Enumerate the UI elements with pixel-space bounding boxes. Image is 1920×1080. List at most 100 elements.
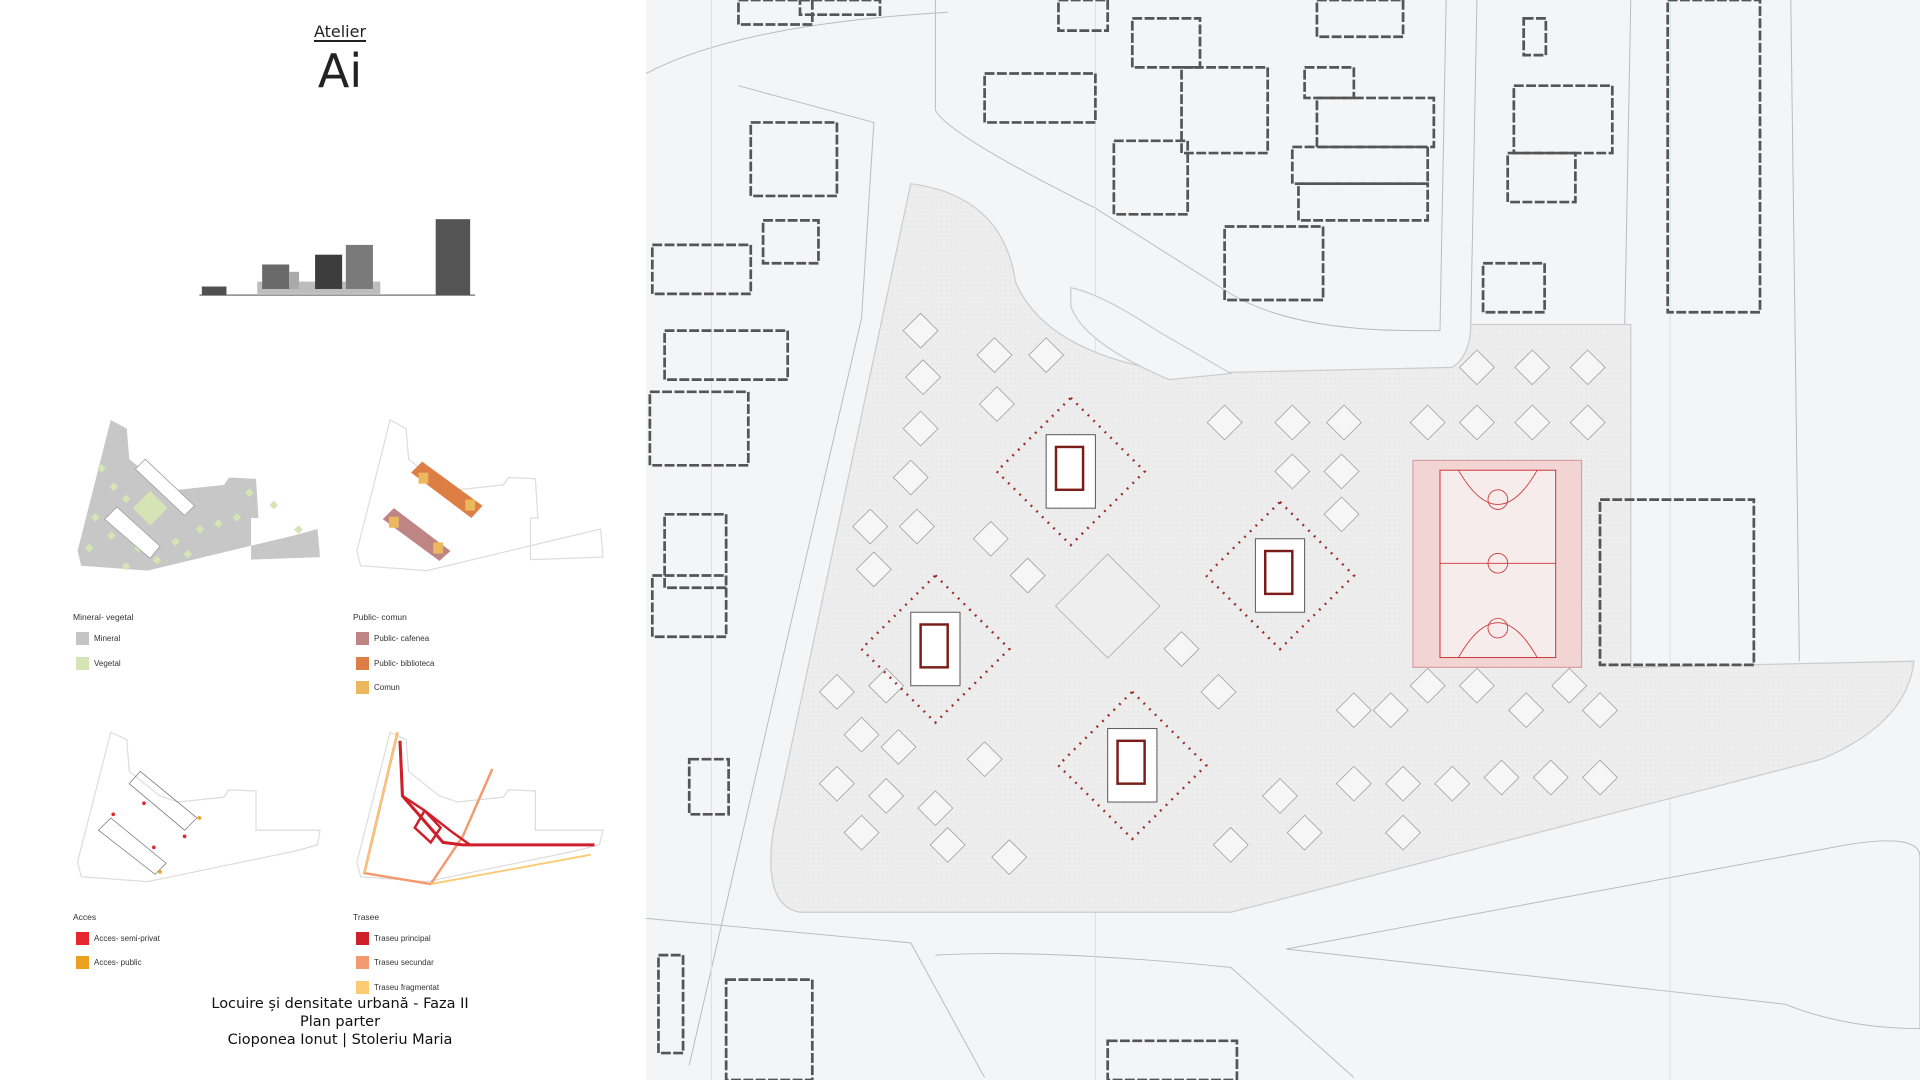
drawing-title: Plan parter bbox=[299, 1014, 381, 1030]
tree-planter bbox=[892, 459, 929, 496]
tree-planter bbox=[818, 674, 855, 710]
atelier-label: Atelier bbox=[313, 22, 367, 41]
existing-building bbox=[1106, 1039, 1239, 1080]
existing-building bbox=[650, 574, 728, 639]
existing-building bbox=[1057, 0, 1110, 32]
tree-planter bbox=[1163, 631, 1200, 667]
tree-planter bbox=[868, 667, 905, 704]
tree-planter bbox=[1409, 667, 1446, 704]
legend-item: Acces- public bbox=[76, 956, 142, 969]
existing-building bbox=[983, 72, 1097, 124]
legend-label: Traseu fragmentat bbox=[374, 983, 440, 992]
existing-building bbox=[1506, 151, 1577, 204]
legend-public-comun-title: Public- comun bbox=[353, 612, 407, 622]
tree-planter bbox=[898, 508, 935, 545]
tree-planter bbox=[929, 827, 966, 863]
existing-building bbox=[1180, 66, 1270, 155]
tree-planter bbox=[880, 729, 917, 765]
tree-planter bbox=[1582, 759, 1618, 796]
building-core bbox=[1116, 739, 1146, 785]
legend-item: Public- biblioteca bbox=[356, 657, 434, 670]
tree-planter bbox=[843, 814, 880, 851]
tree-planter bbox=[1335, 765, 1372, 802]
project-title: Locuire și densitate urbană - Faza II bbox=[211, 996, 469, 1012]
tree-planter bbox=[1532, 759, 1569, 796]
new-residential-building bbox=[910, 611, 961, 687]
legend-item: Vegetal bbox=[76, 657, 121, 670]
legend-item: Public- cafenea bbox=[356, 632, 429, 645]
existing-building bbox=[1598, 498, 1756, 667]
tree-planter bbox=[1409, 404, 1446, 441]
tree-planter bbox=[972, 520, 1009, 557]
atelier-underline bbox=[314, 40, 366, 42]
legend-label: Comun bbox=[374, 683, 400, 692]
legend-item: Traseu secundar bbox=[356, 956, 434, 969]
authors: Ciopone­a Ionut | Stoleriu Maria bbox=[227, 1032, 453, 1048]
building-core bbox=[1264, 549, 1294, 596]
swatch-traseu-secundar bbox=[356, 956, 369, 969]
existing-building bbox=[1481, 261, 1546, 314]
legend-label: Acces- public bbox=[94, 958, 142, 967]
existing-building bbox=[724, 978, 814, 1080]
legend-label: Traseu secundar bbox=[374, 958, 434, 967]
tree-planter bbox=[1372, 692, 1409, 729]
existing-building bbox=[650, 243, 753, 296]
vegetal-patch bbox=[171, 537, 180, 547]
tree-planter bbox=[1206, 404, 1243, 441]
swatch-comun bbox=[356, 681, 369, 694]
vegetal-patch bbox=[121, 494, 131, 504]
tree-planter bbox=[1551, 667, 1588, 704]
vegetal-patch bbox=[107, 531, 116, 541]
diagram-trasee bbox=[356, 731, 604, 886]
legend-acces-title: Acces bbox=[73, 912, 97, 922]
tree-planter bbox=[1326, 404, 1362, 441]
tree-planter bbox=[1212, 827, 1249, 863]
vegetal-patch bbox=[97, 464, 106, 473]
swatch-acces-semi-privat bbox=[76, 932, 89, 945]
swatch-traseu-principal bbox=[356, 932, 369, 945]
tree-planter bbox=[1569, 349, 1606, 386]
diagram-acces bbox=[76, 731, 321, 883]
existing-building bbox=[663, 329, 790, 381]
tree-planter bbox=[1458, 667, 1495, 704]
legend-label: Mineral bbox=[94, 634, 121, 643]
existing-building bbox=[1522, 17, 1548, 57]
tree-planter bbox=[991, 839, 1028, 875]
legend-label: Public- biblioteca bbox=[374, 659, 435, 668]
swatch-acces-public bbox=[76, 956, 89, 969]
vegetal-patch bbox=[244, 488, 254, 498]
tree-planter bbox=[868, 778, 905, 814]
tree-planter bbox=[1323, 453, 1360, 490]
tree-planter bbox=[917, 790, 954, 826]
legend-item: Acces- semi-privat bbox=[76, 932, 160, 945]
existing-building bbox=[798, 0, 882, 17]
tree-planter bbox=[1434, 765, 1471, 802]
tree-planter bbox=[1274, 404, 1311, 441]
swatch-public-cafenea bbox=[356, 632, 369, 645]
existing-building bbox=[687, 757, 730, 816]
atelier-logo: Ai bbox=[317, 44, 363, 98]
tree-planter bbox=[1385, 765, 1422, 802]
tree-planter bbox=[1335, 692, 1372, 729]
tree-planter bbox=[1458, 404, 1495, 441]
tree-planter bbox=[905, 359, 942, 395]
tree-planter bbox=[1323, 496, 1360, 533]
tree-planter bbox=[852, 508, 889, 545]
tree-planter bbox=[1483, 759, 1520, 796]
site-plan-map bbox=[645, 0, 1920, 1080]
legend-label: Public- cafenea bbox=[374, 634, 430, 643]
tree-planter bbox=[1385, 814, 1422, 851]
tree-planter bbox=[818, 765, 855, 802]
swatch-traseu-fragmentat bbox=[356, 981, 369, 994]
existing-building bbox=[648, 390, 750, 467]
tree-planter bbox=[1009, 557, 1046, 594]
new-residential-building bbox=[1254, 538, 1306, 613]
tree-planter bbox=[1514, 404, 1551, 441]
vegetal-patch bbox=[269, 500, 279, 510]
legend-item: Comun bbox=[356, 681, 400, 694]
legend-mineral-vegetal-title: Mineral- vegetal bbox=[73, 612, 134, 622]
tree-planter bbox=[843, 716, 880, 753]
tree-planter bbox=[1458, 349, 1495, 386]
